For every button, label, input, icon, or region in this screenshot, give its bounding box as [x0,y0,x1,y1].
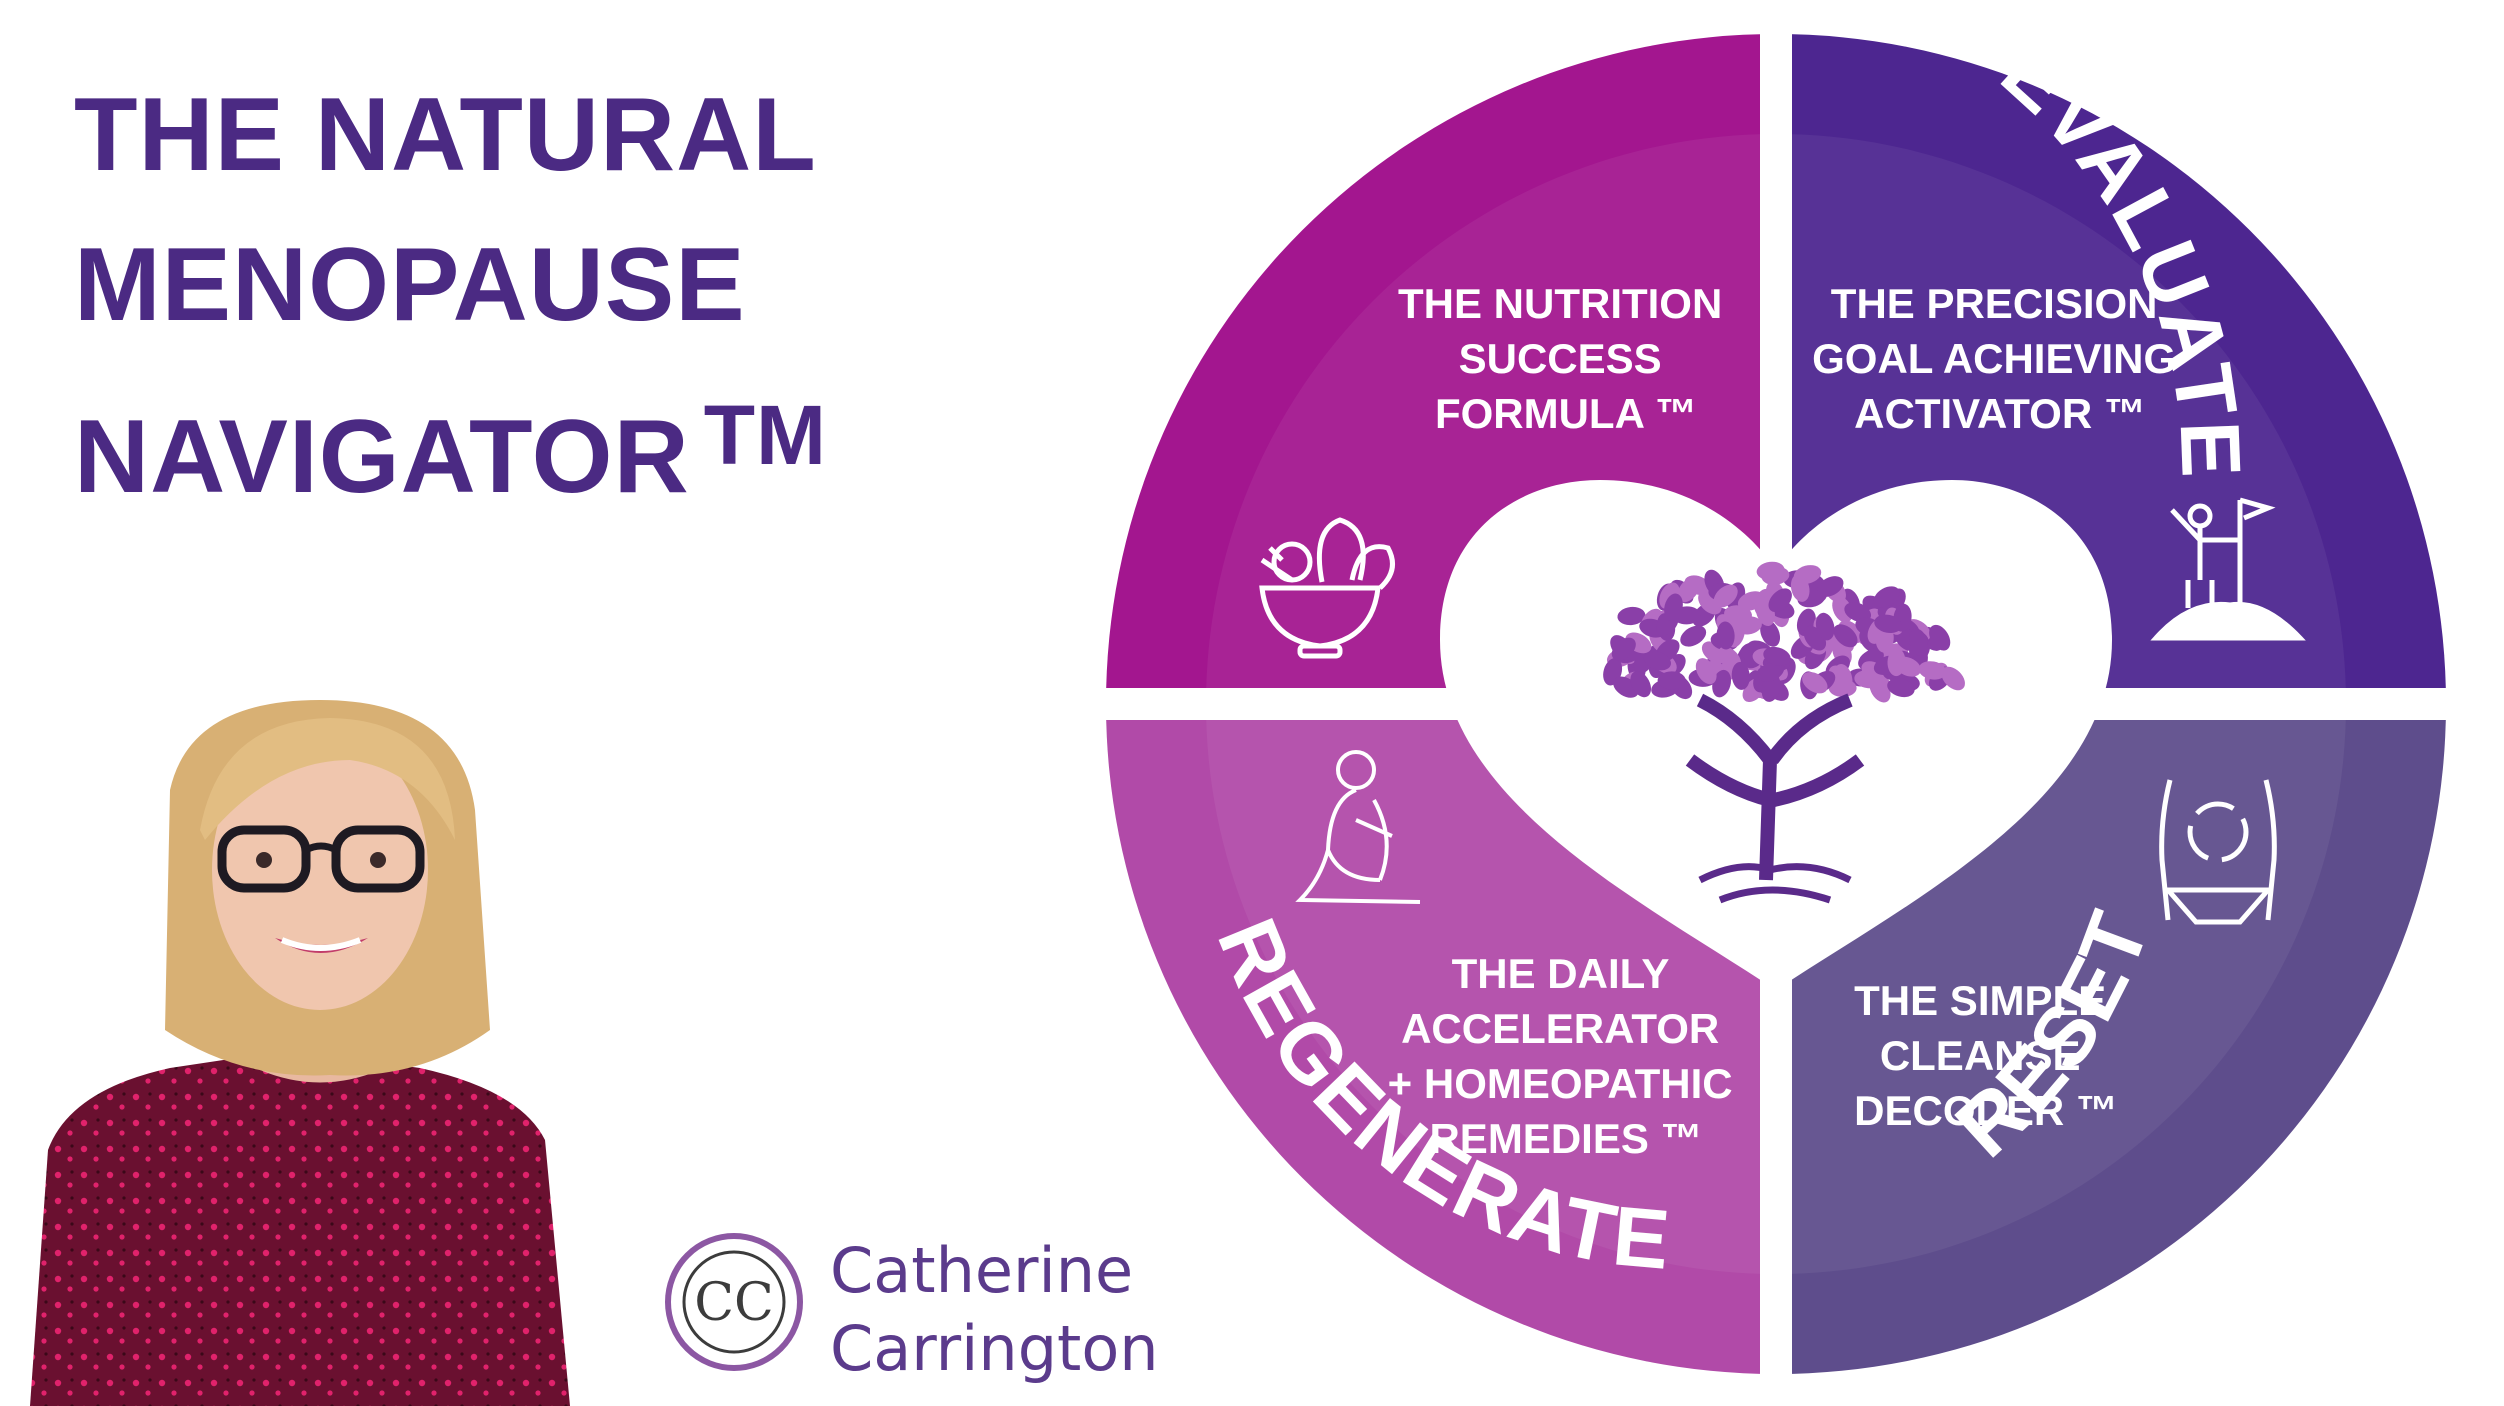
tree-leaf [1761,566,1790,585]
tree-leaf [1793,565,1822,584]
tree-leaf [1768,588,1792,613]
center-heart [1440,480,2112,990]
text-daily-accelerator: THE DAILY ACCELERATOR + HOMEOPATHIC REME… [1388,950,1745,1162]
text-cleanse-decoder: THE SIMPLE CLEANSE DECODER ™ [1854,977,2118,1134]
tree-leaf [1611,637,1636,661]
tree-leaf [1630,671,1652,698]
tree-leaf [1817,576,1844,597]
text-nutrition-formula: THE NUTRITION SUCCESS FORMULA ™ [1398,280,1734,437]
tree-leaf [1643,651,1671,671]
tree-leaf [1716,621,1735,650]
trademark-mark: TM [703,388,827,482]
tree-leaf [1941,666,1965,691]
tree-of-life-icon [1603,561,1965,904]
tree-leaf [1695,658,1717,685]
logo-name-line-1: Catherine [830,1234,1134,1307]
tree-leaf [1617,606,1646,626]
tree-leaf [1918,661,1947,680]
tree-leaf [1833,624,1858,648]
svg-text:CC: CC [694,1273,774,1333]
tree-leaf [1712,669,1732,698]
tree-leaf [1874,614,1902,634]
portrait-photo [30,700,570,1406]
title-line-3-text: NAVIGATOR [74,399,690,515]
tree-leaf [1832,596,1853,623]
title-line-1: THE NATURAL [74,77,817,193]
tree-leaf [1909,628,1928,656]
mountain-flag-icon [2150,497,2306,641]
salad-bowl-icon [1259,517,1395,659]
tree-leaf [1815,612,1835,641]
tree-leaf [1833,664,1853,692]
text-goal-activator: THE PRECISION GOAL ACHIEVING ACTIVATOR ™ [1812,280,2188,437]
tree-leaf [1724,605,1752,624]
tree-leaf [1760,620,1781,647]
tree-leaf [1763,646,1791,666]
tree-leaf [1887,648,1906,677]
tree-leaf [1844,602,1872,623]
title-line-2: MENOPAUSE [74,227,746,343]
catherine-carrington-logo-icon: CC [665,1233,803,1371]
tree-leaf [1802,671,1828,694]
logo-name-line-2: Carrington [830,1312,1159,1385]
tree-leaf [1757,661,1785,682]
logo-name: Catherine Carrington [830,1232,1159,1388]
tree-leaf [1887,678,1915,698]
tree-leaf [1873,586,1900,608]
body-cleanse-icon [2159,779,2277,925]
tree-leaf [1680,625,1707,647]
tree-leaf [1677,577,1700,603]
tree-leaf [1664,593,1683,622]
yoga-woman-icon [1295,750,1421,904]
tree-leaf [1929,624,1951,651]
tree-leaf [1731,661,1750,690]
tree-leaf [1657,671,1686,690]
tree-leaf [1713,584,1738,608]
